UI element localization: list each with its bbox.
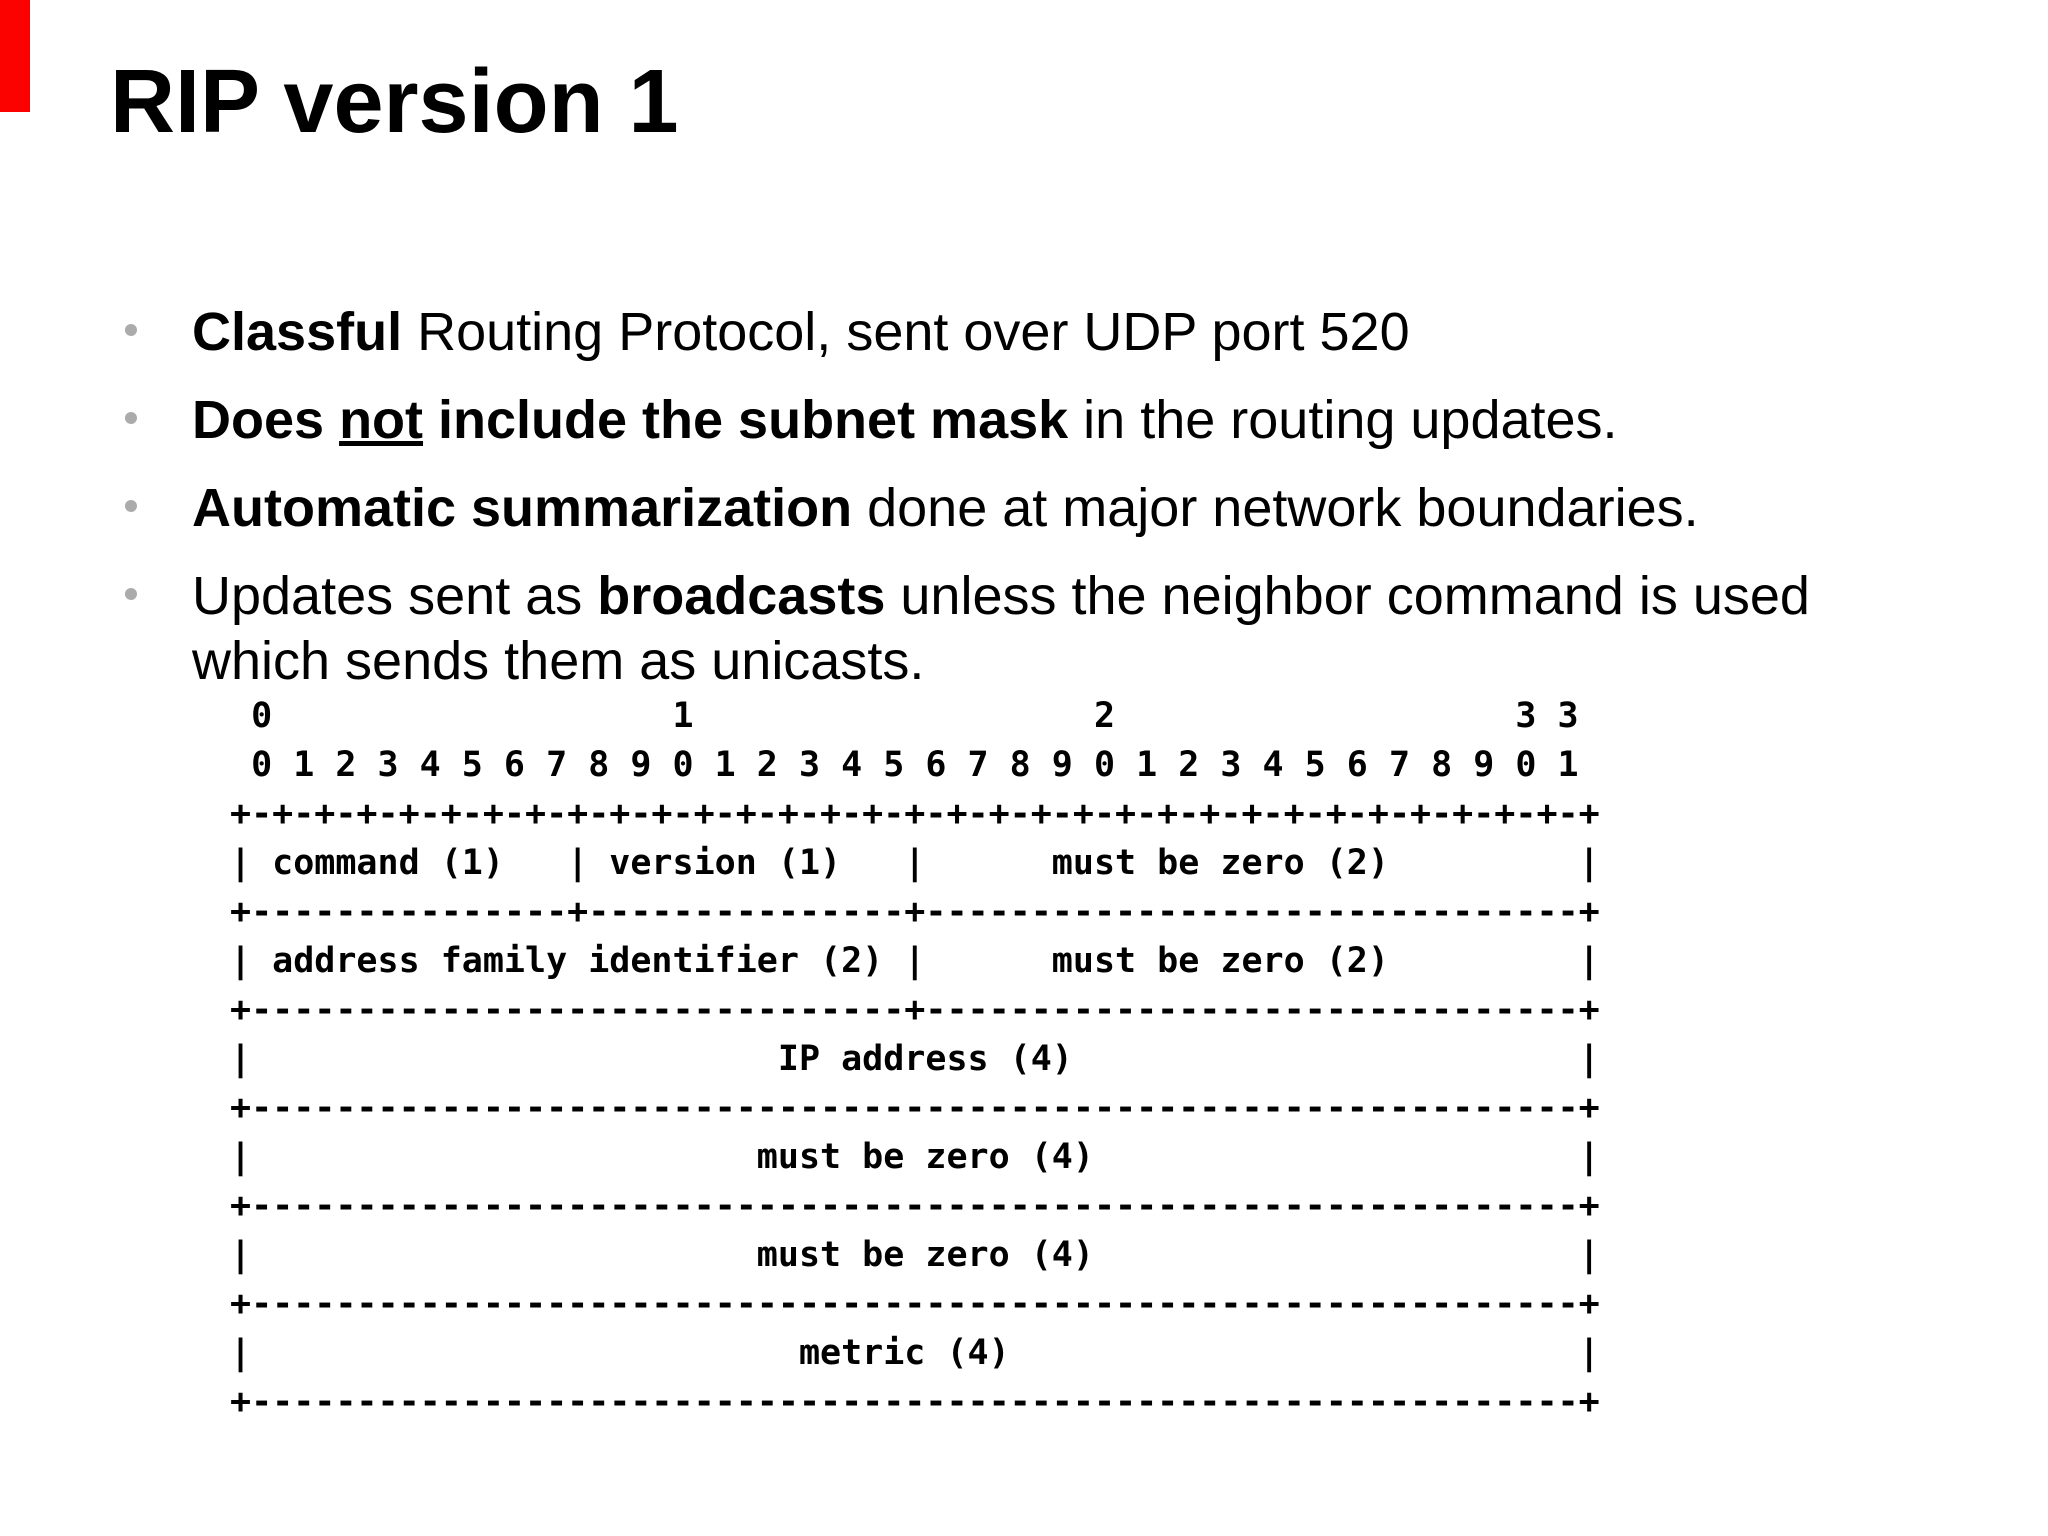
bullet-text: Does not include the subnet mask in the … xyxy=(192,390,1618,450)
slide-title: RIP version 1 xyxy=(110,52,679,152)
bullet-dot-icon xyxy=(125,588,137,600)
bullet-dot-icon xyxy=(125,324,137,336)
bullet-text: Updates sent as broadcasts unless the ne… xyxy=(192,566,1810,691)
rip-packet-format-diagram: 0 1 2 3 3 0 1 2 3 4 5 6 7 8 9 0 1 2 3 4 … xyxy=(230,696,1600,1422)
list-item: Automatic summarization done at major ne… xyxy=(125,476,1925,541)
bullet-text: Automatic summarization done at major ne… xyxy=(192,478,1699,538)
bullet-text: Classful Routing Protocol, sent over UDP… xyxy=(192,302,1410,362)
list-item: Classful Routing Protocol, sent over UDP… xyxy=(125,300,1925,365)
bullet-dot-icon xyxy=(125,500,137,512)
bullet-list: Classful Routing Protocol, sent over UDP… xyxy=(125,300,1925,717)
list-item: Updates sent as broadcasts unless the ne… xyxy=(125,564,1925,694)
list-item: Does not include the subnet mask in the … xyxy=(125,388,1925,453)
bullet-dot-icon xyxy=(125,412,137,424)
red-corner-marker xyxy=(0,0,30,112)
